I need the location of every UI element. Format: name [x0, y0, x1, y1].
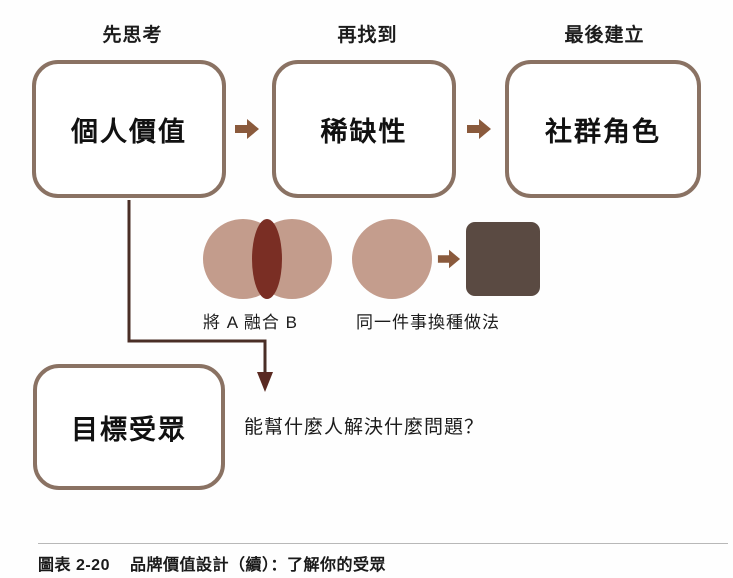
stage-box-label: 稀缺性 — [320, 116, 408, 147]
column-label-2: 再找到 — [337, 25, 398, 46]
stage-box-target-audience[interactable]: 目標受眾 — [33, 364, 225, 490]
stage-box-label: 目標受眾 — [71, 414, 187, 445]
stage-box-personal-value[interactable]: 個人價值 — [32, 60, 226, 198]
transform-source-circle — [352, 219, 432, 299]
stage-box-label: 社群角色 — [545, 116, 661, 147]
column-label-1: 先思考 — [102, 25, 163, 46]
venn-caption: 將 A 融合 B — [203, 313, 298, 332]
stage-box-label: 個人價值 — [71, 116, 187, 147]
caption-divider — [38, 543, 728, 544]
transform-caption: 同一件事換種做法 — [356, 313, 500, 332]
arrow-right-icon — [234, 116, 260, 142]
arrow-right-icon — [437, 247, 461, 271]
column-label-3: 最後建立 — [564, 25, 645, 46]
arrow-right-icon — [466, 116, 492, 142]
transform-result-block — [466, 222, 540, 296]
audience-question-text: 能幫什麼人解決什麼問題？ — [244, 417, 485, 438]
stage-box-scarcity[interactable]: 稀缺性 — [272, 60, 456, 198]
stage-box-community-role[interactable]: 社群角色 — [505, 60, 701, 198]
figure-caption-title: 品牌價值設計（續）：了解你的受眾 — [130, 557, 387, 574]
figure-caption-number: 圖表 2-20 — [38, 557, 110, 574]
